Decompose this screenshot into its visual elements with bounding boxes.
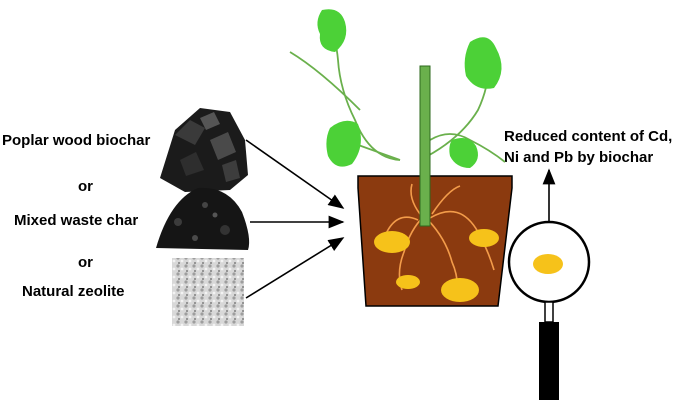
leaf-top-right [464, 37, 502, 89]
plant-stem [419, 65, 431, 227]
plant-leaves [317, 9, 502, 168]
tuber-1 [374, 231, 410, 253]
arrow-zeolite-to-soil [245, 237, 345, 299]
reduced-content-line2: Ni and Pb by biochar [504, 149, 654, 166]
reduced-content-line1: Reduced content of Cd, [504, 128, 673, 145]
tuber-4 [441, 278, 479, 302]
arrow-poplar-to-soil [245, 139, 345, 209]
or-label-1: or [78, 178, 93, 195]
mixed-waste-char-image [156, 187, 250, 250]
tubers [374, 229, 499, 302]
poplar-biochar-label: Poplar wood biochar [2, 132, 151, 149]
reduced-content-label: Reduced content of Cd, Ni and Pb by bioc… [504, 126, 684, 168]
leaf-middle-right [449, 138, 478, 168]
magnifier-neck [544, 301, 554, 323]
leaf-middle-left [326, 120, 361, 167]
tuber-3 [396, 275, 420, 289]
tuber-2 [469, 229, 499, 247]
leaf-top-left [317, 9, 347, 52]
mixed-waste-char-label: Mixed waste char [14, 212, 139, 229]
natural-zeolite-image [172, 258, 244, 326]
magnifying-glass-icon [507, 220, 591, 400]
magnified-tuber [533, 254, 563, 274]
poplar-biochar-image [160, 108, 248, 192]
soil-pot [357, 175, 513, 307]
natural-zeolite-label: Natural zeolite [22, 283, 125, 300]
magnifier-handle [539, 322, 559, 400]
or-label-2: or [78, 254, 93, 271]
